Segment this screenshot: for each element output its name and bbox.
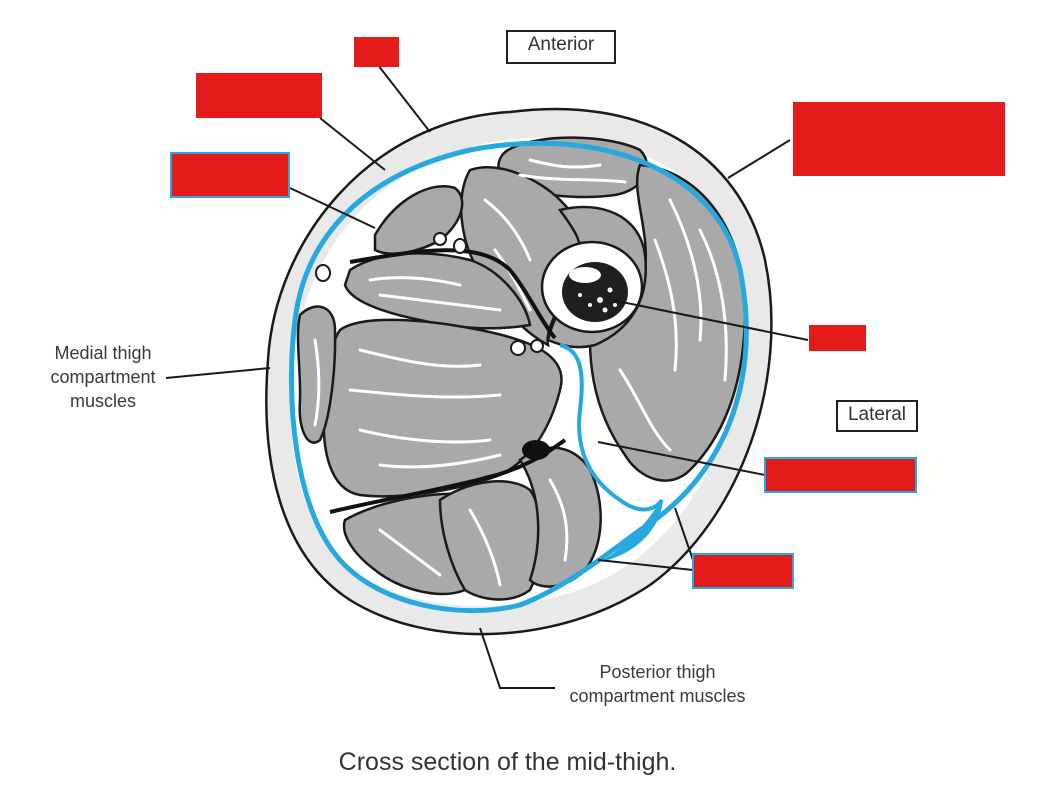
neurovascular-structures [315, 232, 544, 356]
adductor-longus-muscle [343, 252, 532, 330]
hidden-label-box-1[interactable] [354, 37, 399, 67]
femur-bone [540, 240, 644, 334]
leader-lines [165, 64, 809, 689]
lateral-label-text: Lateral [847, 404, 907, 425]
lateral-label: Lateral [836, 400, 918, 432]
hidden-label-box-6[interactable] [764, 457, 917, 493]
figure-caption: Cross section of the mid-thigh. [338, 748, 677, 776]
hidden-label-box-4[interactable] [793, 102, 1005, 176]
posterior-compartment-muscles [342, 446, 602, 601]
lateral-intermuscular-septum [559, 343, 664, 512]
muscle-striations [313, 158, 728, 587]
anterior-label-text: Anterior [527, 34, 595, 55]
medial-label-line-2: compartment [50, 367, 156, 387]
hidden-label-box-5[interactable] [809, 325, 866, 351]
medial-label-line-1: Medial thigh [54, 343, 152, 363]
medial-compartment-muscles [296, 252, 563, 498]
iliotibial-tract [604, 499, 663, 561]
semitendinosus-muscle [438, 480, 543, 601]
anterior-label: Anterior [506, 30, 616, 64]
medial-compartment-label: Medial thigh compartment muscles [28, 341, 178, 413]
posterior-label-line-2: compartment muscles [569, 686, 746, 706]
hidden-label-box-3[interactable] [170, 152, 290, 198]
sciatic-nerve [522, 440, 550, 460]
gracilis-muscle [296, 305, 337, 444]
hidden-label-box-2[interactable] [196, 73, 322, 118]
medial-label-line-3: muscles [69, 391, 136, 411]
hidden-label-box-7[interactable] [692, 553, 794, 589]
posterior-label-line-1: Posterior thigh [599, 662, 716, 682]
fascia-lata [288, 140, 749, 614]
posterior-compartment-label: Posterior thigh compartment muscles [555, 660, 760, 708]
